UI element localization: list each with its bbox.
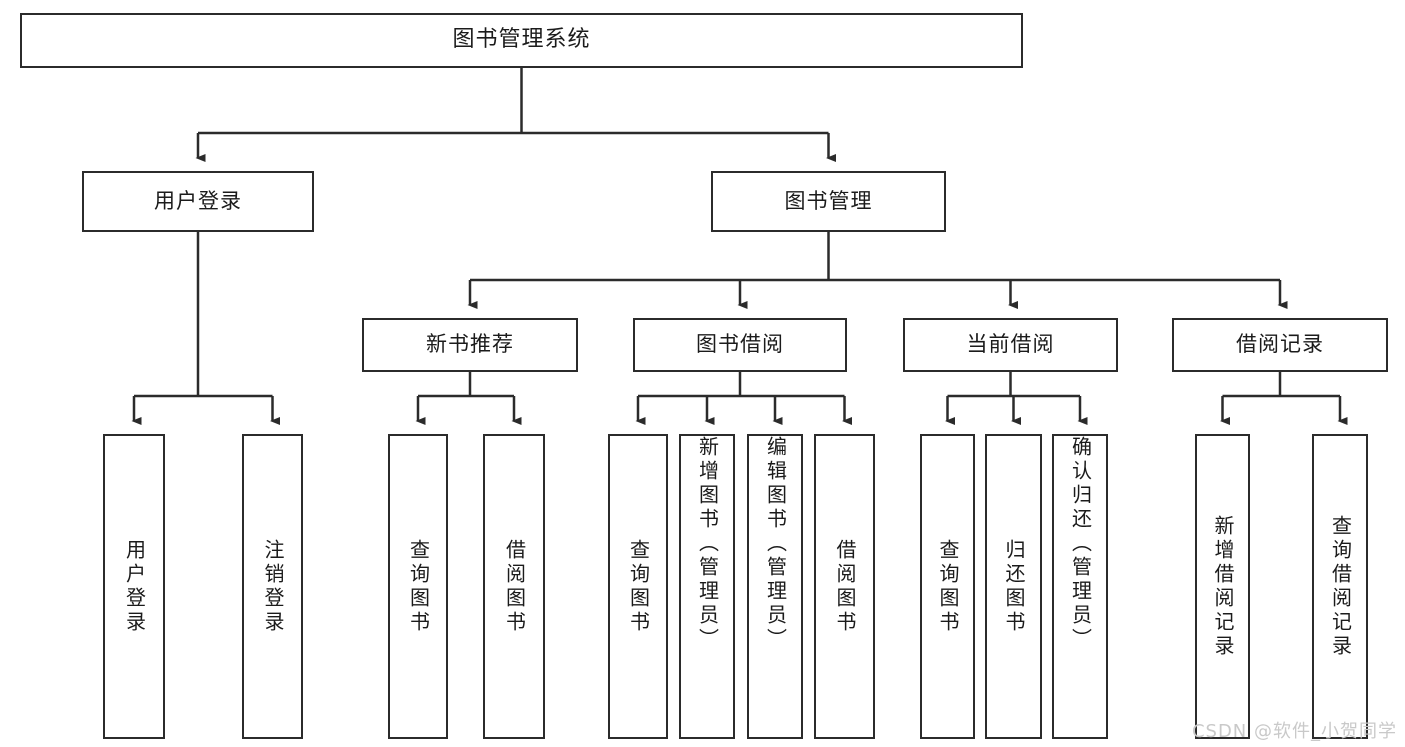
csdn-watermark: CSDN @软件_小贺同学 <box>1191 721 1397 742</box>
node-label: 归还图书 <box>1002 538 1026 635</box>
node-label: 用户登录 <box>154 188 242 213</box>
node-label: 借阅图书 <box>502 538 527 635</box>
node-label: 用户登录 <box>122 538 147 635</box>
node-leaf-borrow-edit[interactable]: 编辑图书（管理员） <box>747 434 803 739</box>
node-leaf-rec-query[interactable]: 查询借阅记录 <box>1312 434 1368 739</box>
node-label: 图书借阅 <box>696 332 784 357</box>
node-newbook[interactable]: 新书推荐 <box>362 318 578 372</box>
node-label: 新书推荐 <box>426 332 514 357</box>
node-label: 当前借阅 <box>966 332 1055 357</box>
node-leaf-borrow-query[interactable]: 查询图书 <box>608 434 668 739</box>
node-leaf-cur-confirm[interactable]: 确认归还（管理员） <box>1052 434 1108 739</box>
node-label: 确认归还（管理员） <box>1068 436 1093 652</box>
node-records[interactable]: 借阅记录 <box>1172 318 1388 372</box>
node-bookmgr[interactable]: 图书管理 <box>711 171 946 232</box>
node-leaf-cur-return[interactable]: 归还图书 <box>985 434 1042 739</box>
node-leaf-user-logout[interactable]: 注销登录 <box>242 434 303 739</box>
node-label: 查询借阅记录 <box>1328 514 1353 659</box>
node-label: 新增图书（管理员） <box>695 436 720 652</box>
node-root[interactable]: 图书管理系统 <box>20 13 1023 68</box>
node-label: 借阅记录 <box>1236 332 1324 357</box>
node-login[interactable]: 用户登录 <box>82 171 314 232</box>
node-leaf-user-login[interactable]: 用户登录 <box>103 434 165 739</box>
node-label: 查询图书 <box>406 538 431 635</box>
node-label: 查询图书 <box>936 538 960 635</box>
node-label: 借阅图书 <box>833 538 857 635</box>
node-label: 图书管理 <box>784 188 873 213</box>
node-leaf-borrow-lend[interactable]: 借阅图书 <box>814 434 875 739</box>
node-label: 图书管理系统 <box>452 27 591 53</box>
node-label: 查询图书 <box>626 538 651 635</box>
node-current[interactable]: 当前借阅 <box>903 318 1118 372</box>
node-leaf-cur-query[interactable]: 查询图书 <box>920 434 975 739</box>
node-leaf-rec-add[interactable]: 新增借阅记录 <box>1195 434 1250 739</box>
node-leaf-new-query[interactable]: 查询图书 <box>388 434 448 739</box>
node-label: 注销登录 <box>261 538 285 635</box>
node-label: 编辑图书（管理员） <box>763 436 788 652</box>
node-label: 新增借阅记录 <box>1211 514 1235 659</box>
node-leaf-new-borrow[interactable]: 借阅图书 <box>483 434 545 739</box>
node-leaf-borrow-add[interactable]: 新增图书（管理员） <box>679 434 735 739</box>
node-borrow[interactable]: 图书借阅 <box>633 318 847 372</box>
